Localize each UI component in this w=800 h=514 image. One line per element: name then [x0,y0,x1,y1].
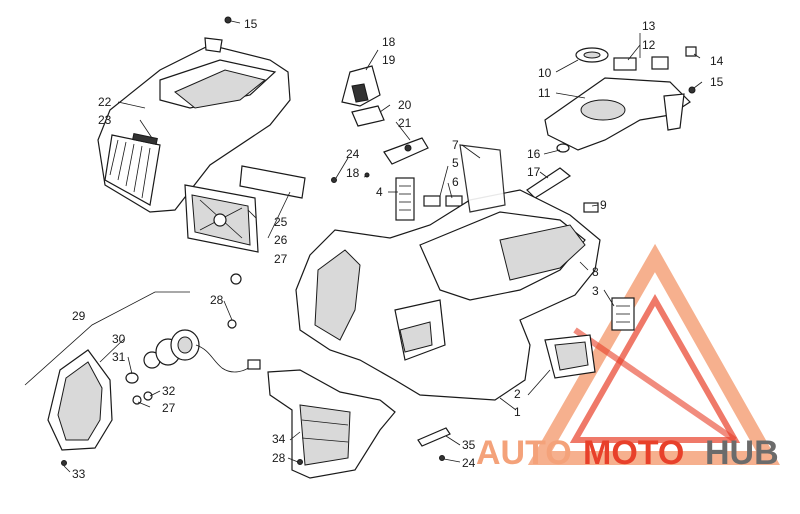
callout-12: 12 [642,38,656,52]
logo-word-hub: HUB [705,434,779,472]
callout-2: 2 [514,387,521,401]
callout-11: 11 [538,86,551,100]
callout-26: 26 [274,233,288,247]
logo-word-moto: MOTO [583,434,684,472]
bolt-icon [439,455,445,461]
bolt-icon [61,460,67,466]
front-fender [295,144,635,401]
grille-panel [184,165,306,253]
callout-4: 4 [376,185,383,199]
automotohub-logo: AUTO MOTO HUB [476,243,780,472]
callout-15-top-left: 15 [244,17,258,31]
bolt-icon [688,86,696,94]
callout-29: 29 [72,309,86,323]
callout-7: 7 [452,138,459,152]
bolt-icon [297,459,303,465]
callout-labels: 15 22 23 18 19 20 21 24 18 4 7 5 6 25 26… [72,17,724,481]
hardware-bolts [61,16,696,466]
callout-15-right: 15 [710,75,724,89]
callout-23: 23 [98,113,112,127]
leader-lines [63,20,703,473]
storage-parts [341,65,429,165]
callout-22: 22 [98,95,112,109]
logo-word-auto: AUTO [476,434,572,472]
callout-35: 35 [462,438,476,452]
callout-27-bottom: 27 [162,401,176,415]
callout-16: 16 [527,147,541,161]
callout-1: 1 [514,405,521,419]
callout-32: 32 [162,384,176,398]
callout-31: 31 [112,350,126,364]
front-cover [97,37,291,213]
bolt-icon [331,177,337,183]
callout-30: 30 [112,332,126,346]
callout-20: 20 [398,98,412,112]
callout-5: 5 [452,156,459,170]
callout-21: 21 [398,116,412,130]
callout-9: 9 [600,198,607,212]
decals [395,177,463,221]
callout-33: 33 [72,467,86,481]
bolt-icon [227,319,237,329]
callout-25: 25 [274,215,288,229]
callout-19: 19 [382,53,396,67]
callout-18-top: 18 [382,35,396,49]
callout-24-bottom: 24 [462,456,476,470]
callout-8: 8 [592,265,599,279]
callout-27-mid: 27 [274,252,288,266]
callout-18-mid: 18 [346,166,360,180]
callout-14: 14 [710,54,724,68]
callout-6: 6 [452,175,459,189]
callout-28-mid: 28 [210,293,224,307]
callout-34: 34 [272,432,286,446]
callout-28-bottom: 28 [272,451,286,465]
bolt-icon [224,16,232,24]
callout-17: 17 [527,165,541,179]
callout-3: 3 [592,284,599,298]
callout-24-top: 24 [346,147,360,161]
callout-10: 10 [538,66,552,80]
front-bumper [267,369,451,479]
bolt-icon [230,273,242,285]
headlight-assembly [24,291,261,451]
rear-parts [526,46,697,213]
callout-13: 13 [642,19,656,33]
